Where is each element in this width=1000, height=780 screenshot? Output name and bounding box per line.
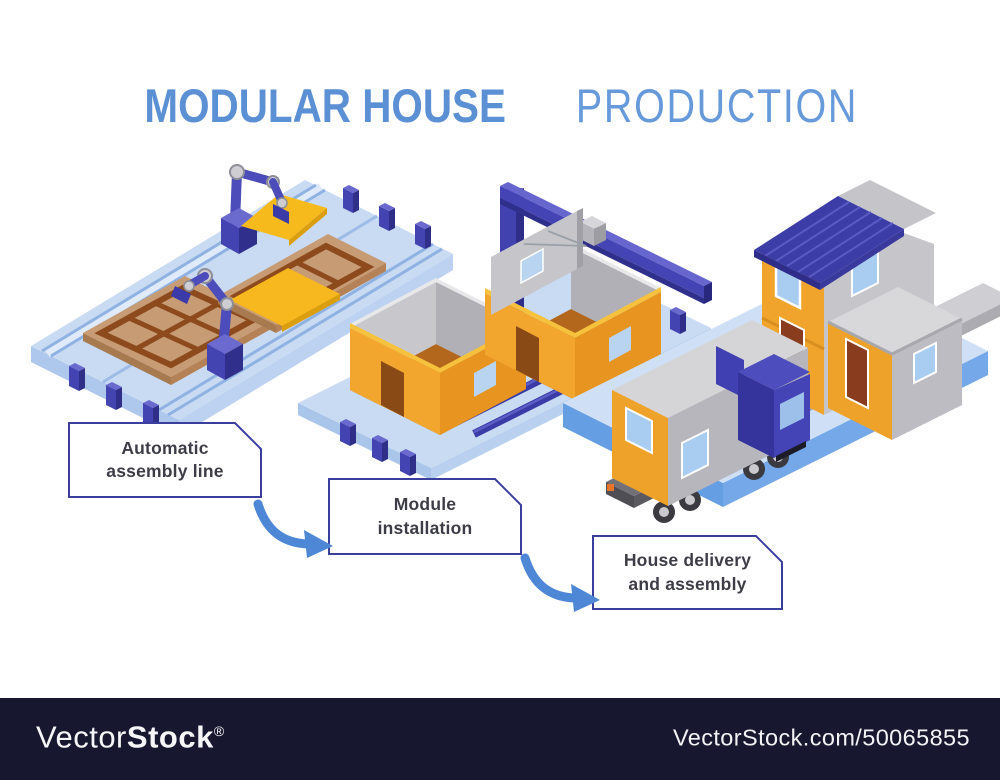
flow-arrow-1-icon [253, 499, 333, 558]
craned-wall-panel [491, 208, 587, 315]
registered-mark: ® [213, 723, 225, 740]
house-annex [827, 287, 963, 440]
truck-cab [716, 346, 810, 462]
step-label-house-delivery: House delivery and assembly [592, 535, 783, 610]
delivery-truck [606, 320, 810, 523]
brand-light: Vector [36, 719, 127, 755]
robot-arm-1 [221, 164, 327, 254]
label-box-outline [328, 478, 522, 555]
conveyor-feet [69, 185, 431, 428]
step-label-automatic-assembly-line: Automatic assembly line [68, 422, 262, 498]
vectorstock-image-ref: VectorStock.com/50065855 [672, 724, 970, 751]
page-title: MODULAR HOUSE PRODUCTION [0, 78, 1000, 133]
step-2-line-2: installation [377, 517, 473, 538]
assembly-line-illustration [31, 164, 453, 436]
step-3-line-1: House delivery [623, 550, 752, 571]
step-1-line-1: Automatic [121, 437, 209, 458]
label-box-outline [68, 422, 262, 498]
flow-arrow-2-icon [520, 553, 600, 612]
wooden-frame-panel-2 [218, 234, 386, 333]
vectorstock-logo: VectorStock® [36, 720, 225, 756]
robot-arm-2 [171, 268, 243, 380]
step-2-line-1: Module [393, 494, 457, 515]
step-label-module-installation: Module installation [328, 478, 522, 555]
title-bold: MODULAR HOUSE [144, 79, 506, 132]
step-3-line-2: and assembly [628, 573, 747, 594]
truck-delivery-and-house-illustration [563, 180, 1000, 523]
watermark-bar: VectorStock® VectorStock.com/50065855 [0, 698, 1000, 780]
title-light: PRODUCTION [576, 79, 859, 132]
crane-trolley [580, 216, 606, 246]
crane-module-installation-illustration [298, 182, 712, 480]
brand-bold: Stock [126, 719, 214, 755]
step-1-line-2: assembly line [106, 461, 224, 481]
